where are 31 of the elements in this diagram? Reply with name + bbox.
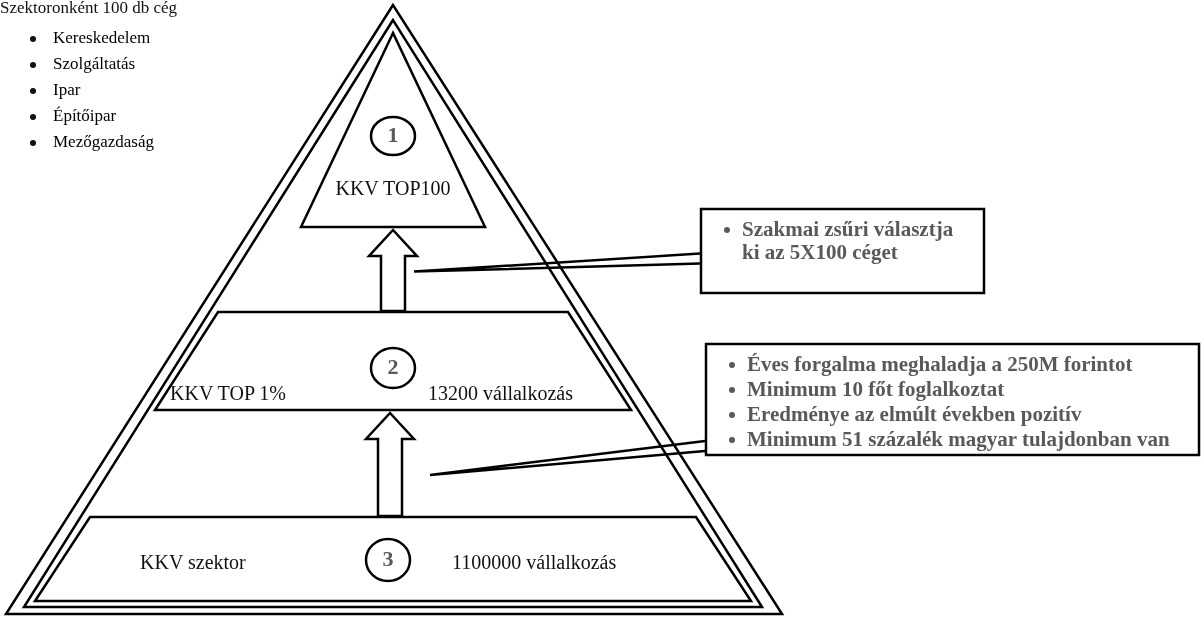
tier-count: 1100000 vállalkozás [452, 550, 617, 574]
step-number: 3 [382, 546, 394, 573]
tier-count: 13200 vállalkozás [428, 381, 573, 405]
sector-item: Ipar [53, 79, 81, 101]
number-circle [370, 116, 416, 156]
number-circle [365, 538, 411, 582]
criterion-text: Éves forgalma meghaladja a 250M forintot [747, 353, 1133, 376]
triangle-tier [300, 32, 486, 228]
tier-title: KKV TOP100 [335, 176, 451, 200]
step-number: 1 [387, 122, 399, 149]
criterion-text: Minimum 10 főt foglalkoztat [747, 378, 1005, 401]
trapezoid-tier [34, 516, 752, 602]
callout-box [700, 208, 985, 294]
block-arrow [363, 411, 417, 518]
tier-title: KKV TOP 1% [170, 381, 286, 405]
tier-title: KKV szektor [140, 550, 246, 574]
criterion-text: Eredménye az elmúlt években pozitív [747, 403, 1082, 426]
sector-item: Mezőgazdaság [53, 131, 154, 153]
criterion-text: Minimum 51 százalék magyar tulajdonban van [747, 428, 1170, 451]
callout-box [705, 343, 1200, 456]
sector-item: Szolgáltatás [53, 53, 136, 75]
callout-pointer [428, 439, 707, 477]
block-arrow [366, 228, 420, 313]
sector-item: Kereskedelem [53, 27, 151, 49]
step-number: 2 [387, 354, 399, 381]
sector-item: Építőipar [53, 105, 117, 127]
callout-pointer [412, 252, 702, 273]
criterion-text: Szakmai zsűri választja ki az 5X100 céget [742, 218, 955, 264]
trapezoid-tier [154, 311, 632, 411]
list-heading: Szektoronként 100 db cég [0, 0, 178, 19]
number-circle [370, 347, 416, 389]
